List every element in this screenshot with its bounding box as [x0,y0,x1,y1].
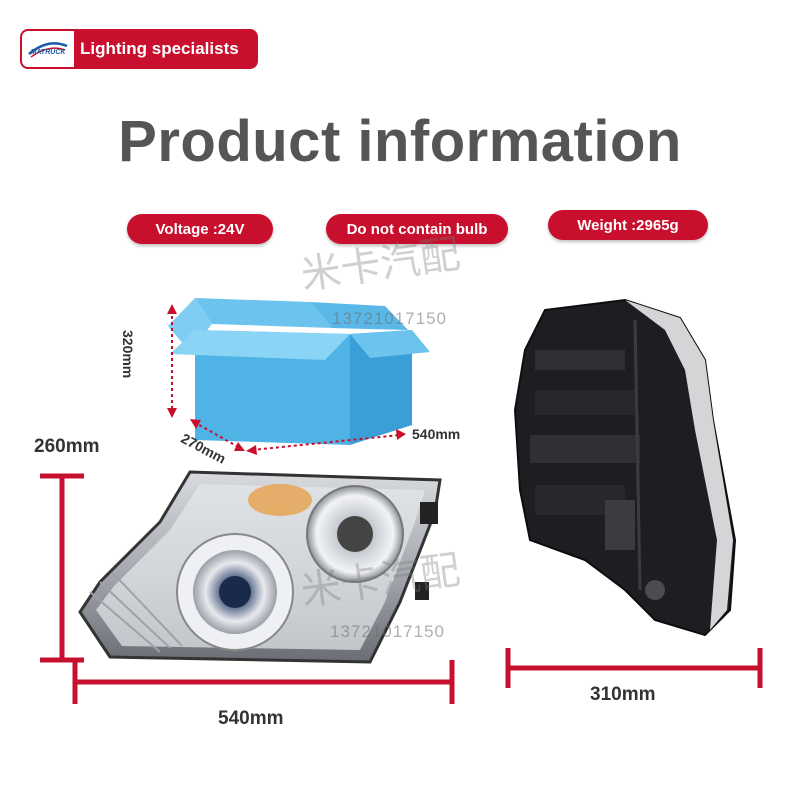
lamp-width-label: 540mm [218,708,284,729]
package-box-illustration [167,298,430,455]
lamp-side-depth-label: 310mm [590,684,656,705]
brand-tagline: Lighting specialists [80,39,239,58]
box-width-label: 540mm [412,426,461,442]
brand-badge: MATRUCK Lighting specialists [20,29,258,69]
headlamp-side-image [513,298,737,637]
weight-pill: Weight :2965g [548,210,708,240]
lamp-height-label: 260mm [34,436,100,457]
page-title: Product information [118,109,682,174]
voltage-pill: Voltage :24V [127,214,273,244]
svg-text:MATRUCK: MATRUCK [31,49,67,56]
headlamp-front-image [78,470,442,664]
watermark-phone-lower: 13721017150 [330,622,446,641]
bulb-pill: Do not contain bulb [326,214,508,244]
brand-logo: MATRUCK [22,31,74,67]
watermark-phone: 13721017150 [332,309,448,328]
